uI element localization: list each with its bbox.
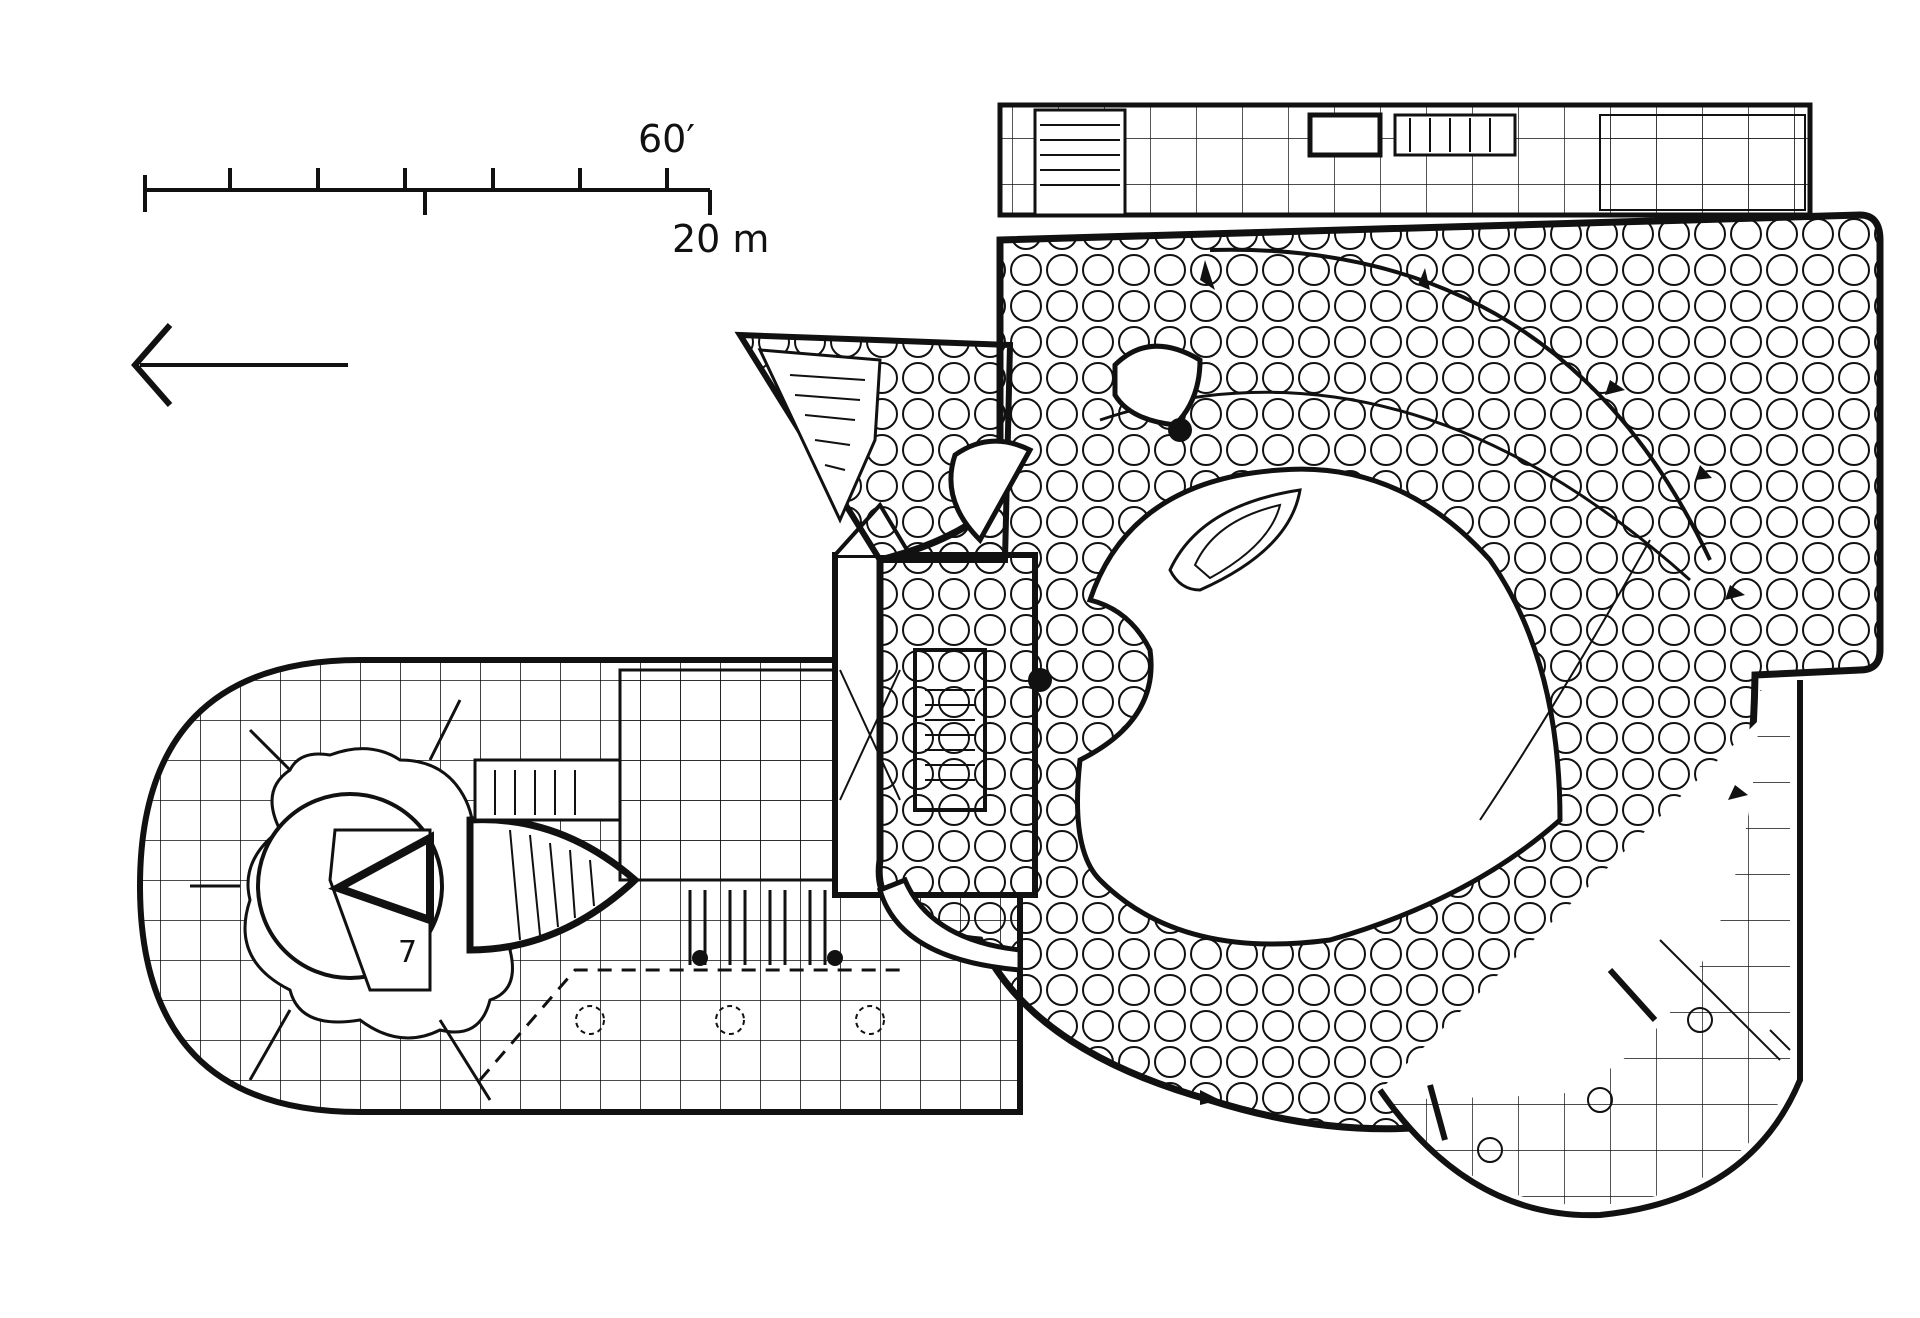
service-block [997, 102, 1813, 218]
scale-bar: 60′ 20 m [143, 117, 769, 261]
scale-feet-label: 60′ [638, 117, 695, 161]
triangular-stair-wing [734, 331, 1014, 563]
north-arrow-icon [131, 323, 348, 407]
lower-gallery-wing: 7 [136, 657, 1023, 1115]
stair-number-label: 7 [398, 935, 417, 970]
scale-meters-label: 20 m [672, 217, 769, 261]
ring-gallery [692, 211, 1884, 1219]
